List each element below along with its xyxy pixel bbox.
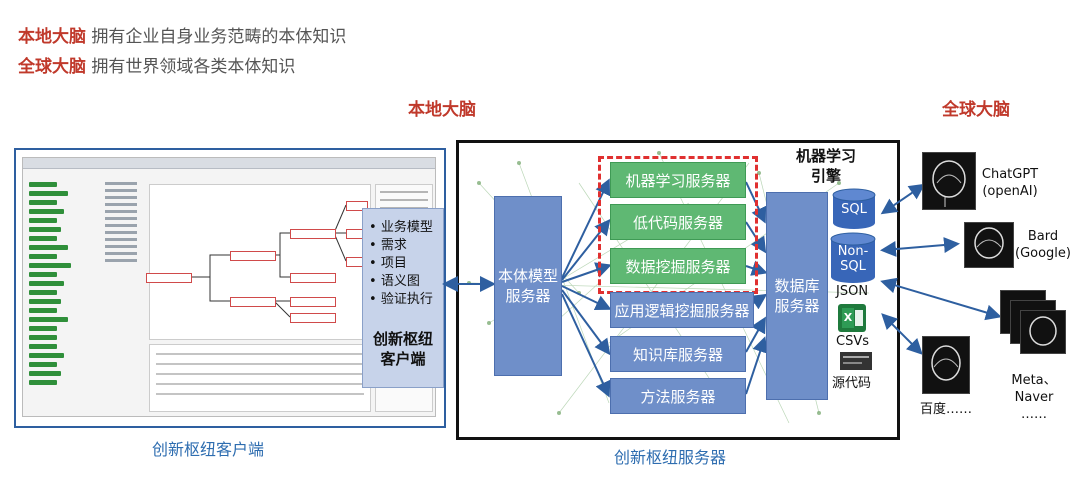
bard-label: Bard (Google) (1012, 228, 1074, 262)
global-brain-title: 全球大脑 (942, 100, 1010, 120)
client-item: 业务模型 (369, 219, 443, 237)
ml-engine-label: 机器学习 引擎 (786, 146, 866, 186)
client-item: 语义图 (369, 273, 443, 291)
db-line2: 服务器 (774, 297, 820, 315)
ontology-server-box: 本体模型 服务器 (494, 196, 562, 376)
source-code-label: 源代码 (832, 376, 872, 391)
nosql-line2: SQL (840, 259, 866, 274)
legend-global-key: 全球大脑 (18, 57, 86, 77)
nosql-label: Non- SQL (830, 244, 876, 274)
client-item: 需求 (369, 237, 443, 255)
db-server-box: 数据库 服务器 (766, 192, 828, 400)
datamining-server-box: 数据挖掘服务器 (610, 248, 746, 284)
meta-line2: …… (1021, 407, 1047, 422)
meta-label: Meta、Naver …… (994, 372, 1074, 423)
csv-label: CSVs (836, 334, 869, 349)
meta-line1: Meta、Naver (1011, 373, 1057, 405)
baidu-label: 百度…… (920, 402, 973, 417)
method-server-box: 方法服务器 (610, 378, 746, 414)
nosql-database-icon (830, 232, 876, 283)
lowcode-server-box: 低代码服务器 (610, 204, 746, 240)
client-screenshot (22, 157, 436, 417)
screenshot-toolbar (23, 158, 435, 169)
bard-line1: Bard (1027, 229, 1059, 244)
knowledge-server-box: 知识库服务器 (610, 336, 746, 372)
db-line1: 数据库 (774, 277, 820, 295)
ontology-line1: 本体模型 (497, 267, 558, 285)
screenshot-canvas (146, 184, 371, 340)
local-brain-title: 本地大脑 (408, 100, 476, 120)
screenshot-list (105, 178, 145, 408)
sql-database-icon (832, 188, 876, 229)
bard-line2: (Google) (1015, 246, 1071, 261)
engine-line1: 机器学习 (795, 147, 856, 165)
ml-server-box: 机器学习服务器 (610, 162, 746, 198)
nosql-line1: Non- (837, 244, 869, 259)
excel-icon: X (838, 304, 866, 332)
client-item: 验证执行 (369, 291, 443, 309)
chatgpt-label: ChatGPT (openAI) (976, 166, 1044, 200)
client-title-line1: 创新枢纽 (372, 330, 433, 348)
json-label: JSON (836, 284, 869, 299)
sql-label: SQL (841, 202, 867, 217)
source-code-icon (840, 352, 872, 370)
screenshot-tree (29, 178, 99, 408)
ontology-line2: 服务器 (505, 287, 551, 305)
legend-local: 本地大脑 拥有企业自身业务范畴的本体知识 (18, 22, 346, 47)
screenshot-detail (149, 344, 371, 412)
server-caption: 创新枢纽服务器 (614, 448, 727, 467)
legend-local-key: 本地大脑 (18, 27, 86, 47)
client-box-title: 创新枢纽 客户端 (363, 329, 443, 369)
bard-brain-icon (964, 222, 1014, 268)
legend-global: 全球大脑 拥有世界领域各类本体知识 (18, 52, 295, 77)
legend-global-desc: 拥有世界领域各类本体知识 (91, 57, 296, 77)
app-logic-server-box: 应用逻辑挖掘服务器 (610, 292, 754, 328)
client-title-line2: 客户端 (380, 350, 426, 368)
baidu-brain-icon (922, 336, 970, 394)
meta-brain-icon-3 (1020, 310, 1066, 354)
legend-local-desc: 拥有企业自身业务范畴的本体知识 (91, 27, 347, 47)
client-feature-list: 业务模型 需求 项目 语义图 验证执行 (363, 209, 443, 309)
engine-line2: 引擎 (810, 167, 841, 185)
chatgpt-brain-icon (922, 152, 976, 210)
client-box: 业务模型 需求 项目 语义图 验证执行 创新枢纽 客户端 (362, 208, 444, 388)
chatgpt-line1: ChatGPT (981, 167, 1039, 182)
client-caption: 创新枢纽客户端 (152, 440, 265, 459)
client-item: 项目 (369, 255, 443, 273)
chatgpt-line2: (openAI) (982, 184, 1038, 199)
